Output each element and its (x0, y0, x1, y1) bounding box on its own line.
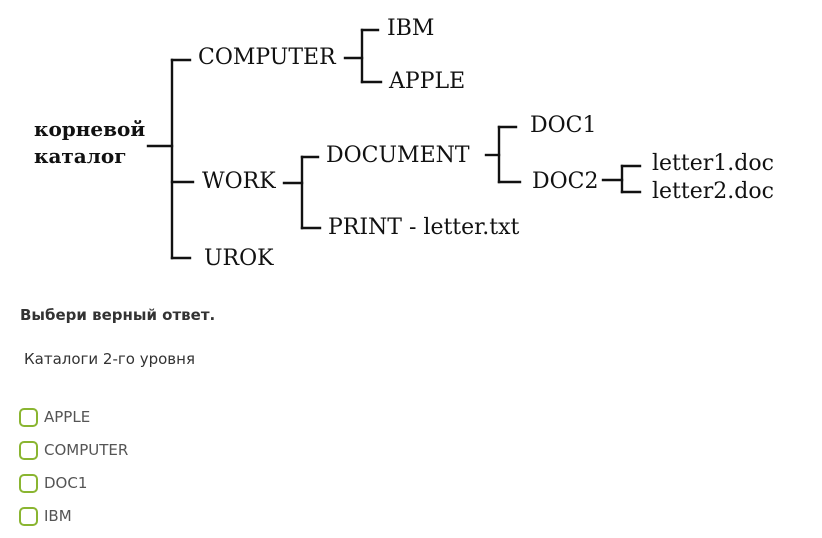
option-computer[interactable]: COMPUTER (19, 439, 128, 461)
checkbox-icon[interactable] (19, 407, 38, 427)
option-ibm[interactable]: IBM (19, 505, 128, 527)
checkbox-icon[interactable] (19, 506, 38, 526)
checkbox-icon[interactable] (19, 473, 38, 493)
directory-tree-diagram: корневой каталог COMPUTER IBM APPLE WORK… (34, 16, 774, 271)
node-doc1: DOC1 (530, 113, 597, 138)
node-letter2: letter2.doc (652, 179, 774, 204)
node-urok: UROK (204, 246, 274, 271)
node-document: DOCUMENT (326, 143, 470, 168)
node-apple: APPLE (389, 69, 466, 94)
root-label-line2: каталог (34, 144, 127, 168)
option-label: APPLE (44, 408, 91, 426)
checkbox-icon[interactable] (19, 440, 38, 460)
tree-connectors (146, 28, 642, 260)
answer-options: APPLE COMPUTER DOC1 IBM (19, 406, 128, 538)
node-ibm: IBM (387, 16, 435, 41)
instruction-text: Выбери верный ответ. (20, 306, 216, 324)
option-label: COMPUTER (44, 441, 129, 459)
question-text: Каталоги 2-го уровня (24, 350, 195, 368)
node-doc2: DOC2 (532, 169, 599, 194)
node-computer: COMPUTER (198, 45, 336, 70)
root-label-line1: корневой (34, 117, 146, 141)
option-apple[interactable]: APPLE (19, 406, 128, 428)
option-label: DOC1 (44, 474, 88, 492)
node-work: WORK (202, 169, 276, 194)
option-doc1[interactable]: DOC1 (19, 472, 128, 494)
option-label: IBM (44, 507, 72, 525)
node-letter1: letter1.doc (652, 151, 774, 176)
node-print: PRINT - letter.txt (328, 215, 520, 240)
